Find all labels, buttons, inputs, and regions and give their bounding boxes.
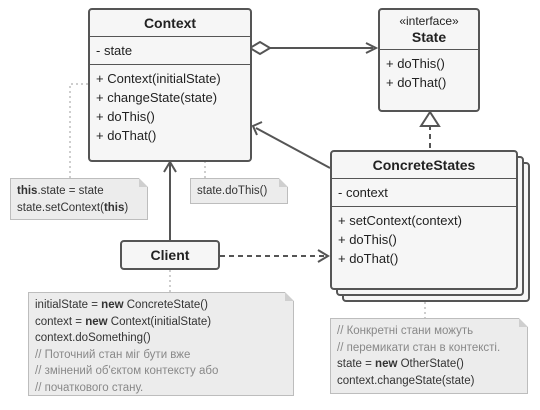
note-constructor: this.state = state state.setContext(this…: [10, 178, 148, 220]
association-arrowhead: [251, 121, 263, 136]
note-client: initialState = new ConcreteState() conte…: [28, 292, 294, 396]
note-client-comment2: // змінений об'єктом контексту або: [35, 365, 219, 377]
context-methods: + Context(initialState) + changeState(st…: [90, 65, 250, 149]
aggregation-arrowhead: [365, 42, 379, 54]
concrete-methods: + setContext(context) + doThis() + doTha…: [332, 207, 516, 272]
state-methods: + doThis() + doThat(): [380, 50, 478, 96]
note-ctor-line1: this.state = state: [17, 185, 104, 197]
state-interface: «interface» State + doThis() + doThat(): [378, 8, 480, 112]
note-concrete: // Конкретні стани можуть // перемикати …: [330, 318, 528, 394]
note-concrete-line1: state = new OtherState(): [337, 358, 464, 370]
concrete-fields: - context: [332, 179, 516, 207]
note-ctor-fold: [139, 178, 148, 187]
note-client-line2: context = new Context(initialState): [35, 315, 212, 328]
context-method-dothat: + doThat(): [96, 128, 157, 143]
note-concrete-line2: context.changeState(state): [337, 374, 475, 387]
concrete-method-dothat: + doThat(): [338, 251, 399, 266]
note-dothis-text: state.doThis(): [197, 185, 268, 197]
concrete-method-dothis: + doThis(): [338, 232, 397, 247]
concrete-field-context: - context: [338, 185, 388, 200]
note-client-fold: [285, 292, 294, 301]
note-concrete-comment2: // перемикати стан в контексті.: [337, 341, 501, 354]
context-class: Context - state + Context(initialState) …: [88, 8, 252, 162]
client-context-arrowhead: [163, 160, 177, 173]
state-method-dothis: + doThis(): [386, 56, 445, 71]
association-line: [255, 127, 331, 169]
state-title: State: [411, 29, 447, 45]
note-client-comment1: // Поточний стан міг бути вже: [35, 348, 191, 361]
context-method-constructor: + Context(initialState): [96, 71, 221, 86]
note-dothis: state.doThis(): [190, 178, 288, 204]
context-method-changestate: + changeState(state): [96, 90, 218, 105]
state-method-dothat: + doThat(): [386, 75, 447, 90]
client-class: Client: [120, 240, 220, 270]
note-client-line3: context.doSomething(): [35, 332, 151, 344]
client-title: Client: [150, 247, 190, 263]
note-concrete-comment1: // Конкретні стани можуть: [337, 325, 474, 337]
note-dothis-fold: [279, 178, 288, 187]
context-field-state: - state: [96, 43, 133, 58]
realization-arrowhead: [419, 110, 441, 127]
concrete-title: ConcreteStates: [332, 152, 516, 179]
note-ctor-line2: state.setContext(this): [17, 201, 129, 214]
context-fields: - state: [90, 37, 250, 65]
state-stereotype: «interface»: [399, 14, 459, 28]
ctor-note-connector: [69, 83, 88, 178]
note-client-line1: initialState = new ConcreteState(): [35, 299, 208, 311]
note-client-comment3: // початкового стану.: [35, 381, 144, 394]
client-concrete-arrowhead: [317, 249, 330, 263]
note-concrete-fold: [519, 318, 528, 327]
context-method-dothis: + doThis(): [96, 109, 155, 124]
state-header: «interface» State: [380, 10, 478, 50]
concrete-class: ConcreteStates - context + setContext(co…: [330, 150, 518, 290]
concrete-method-setcontext: + setContext(context): [338, 213, 462, 228]
aggregation-diamond: [248, 40, 272, 56]
context-title: Context: [90, 10, 250, 37]
